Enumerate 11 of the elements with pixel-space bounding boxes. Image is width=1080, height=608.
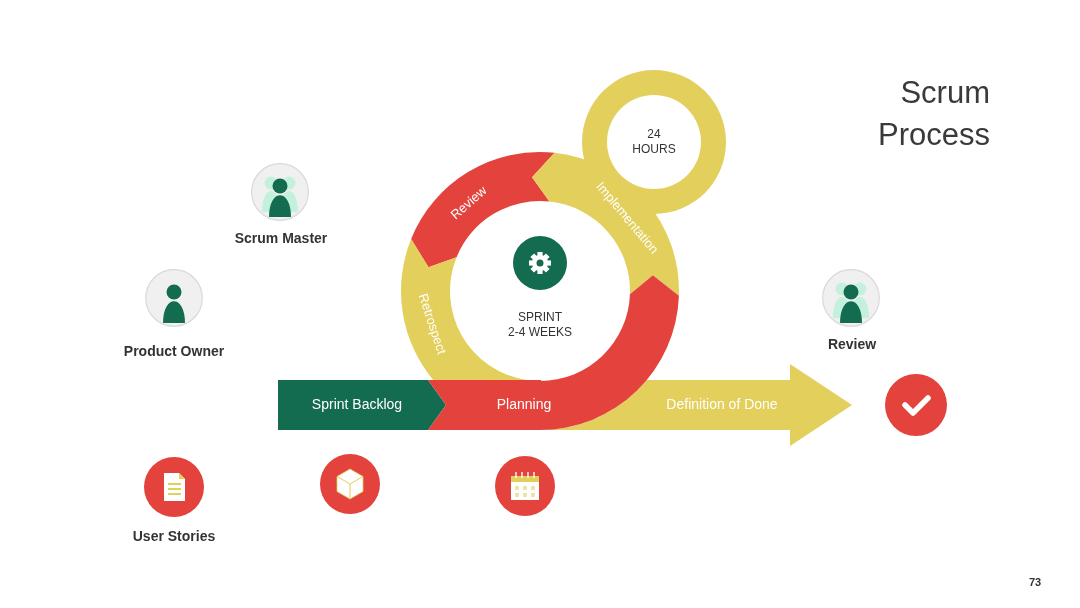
page-number: 73 [1029,576,1042,588]
artifact-label: User Stories [132,528,216,546]
slide-title: Scrum Process [877,74,990,154]
role-label: Review [827,336,877,354]
duration-label: 24 HOURS [632,127,676,157]
role-label: Scrum Master [234,230,328,248]
sprint-label: SPRINT 2-4 WEEKS [508,310,572,340]
role-label: Product Owner [123,343,225,361]
phase-label: Planning [496,396,552,414]
phase-label: Sprint Backlog [311,396,403,414]
phase-label: Definition of Done [666,396,778,414]
